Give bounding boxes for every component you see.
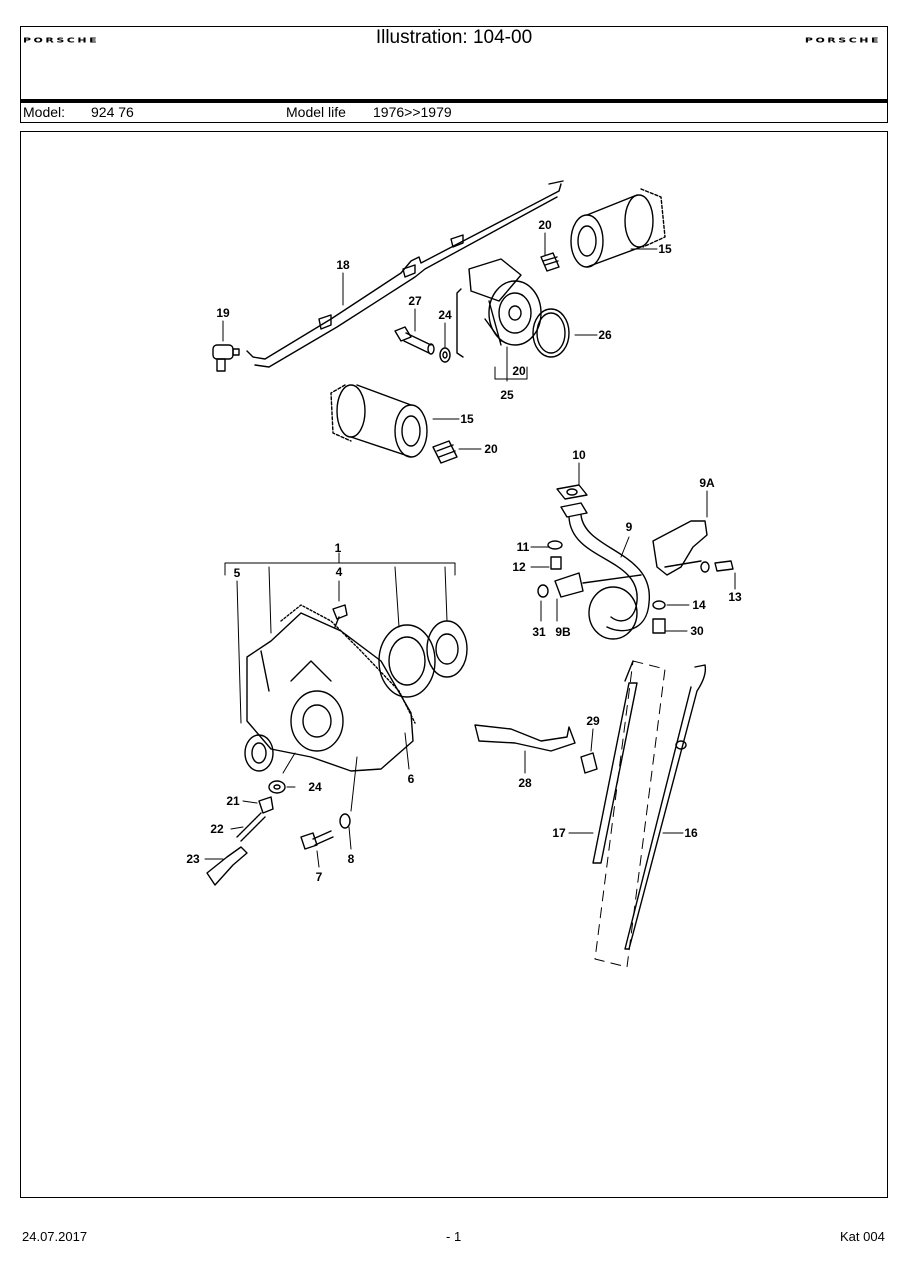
callout-25: 25 [500,388,514,402]
callout-13: 13 [728,590,742,604]
callout-9A: 9A [699,476,715,490]
model-bar: Model: 924 76 Model life 1976>>1979 [20,100,888,123]
callout-9: 9 [626,520,633,534]
callout-11: 11 [517,540,530,554]
callout-22: 22 [210,822,224,836]
porsche-logo-left: PORSCHE [23,36,100,45]
callout-29: 29 [586,714,600,728]
callout-19: 19 [216,306,230,320]
header-box: PORSCHE Illustration: 104-00 PORSCHE [20,26,888,100]
part-4-bolt [332,604,348,628]
callout-5: 5 [234,566,241,580]
part-9-suction-pipe [560,502,650,640]
callout-16: 16 [684,826,698,840]
part-24-washer-top [439,347,451,363]
part-1-oil-pump-housing [246,604,416,772]
model-life-value: 1976>>1979 [373,104,452,120]
part-28-bracket [474,724,576,752]
part-15-oil-filter-top [570,188,666,268]
callout-24-bottom: 24 [308,780,322,794]
callout-28: 28 [518,776,532,790]
callout-23: 23 [186,852,200,866]
callout-12: 12 [512,560,526,574]
callout-27: 27 [408,294,422,308]
part-17-dipstick-tube [592,660,638,864]
exploded-parts-diagram: 1 4 5 6 7 8 9 9A 9B 10 11 12 13 14 15 15… [186,180,742,968]
part-20-nipple-top [540,252,560,272]
callout-30: 30 [690,624,704,638]
callout-21: 21 [226,794,240,808]
callout-24-top: 24 [438,308,452,322]
part-25-filter-head [456,258,542,358]
part-5-seal [244,734,274,772]
part-7-8-bolt-washer [300,813,351,850]
callout-leaders [204,232,736,868]
callout-20-bottom: 20 [484,442,498,456]
footer-page-number: - 1 [446,1229,462,1244]
part-9B-clamp [554,572,642,598]
part-19-nipple [212,344,240,372]
part-10-gasket [556,484,588,500]
callout-14: 14 [692,598,706,612]
callout-17: 17 [552,826,566,840]
callout-4: 4 [336,565,343,579]
part-31-nut [537,584,549,598]
callout-20-mid: 20 [512,364,526,378]
callout-6: 6 [408,772,415,786]
callout-31: 31 [532,625,546,639]
part-21-22-23-valve [206,796,274,886]
footer-catalog: Kat 004 [840,1229,885,1244]
callout-15-bottom: 15 [460,412,474,426]
part-24-washer-bottom [268,780,286,794]
callout-18: 18 [336,258,350,272]
part-16-dipstick [624,664,707,950]
part-26-seal-ring [532,308,570,358]
model-value: 924 76 [91,104,134,120]
illustration-title: Illustration: 104-00 [375,27,533,48]
callout-9B: 9B [555,625,571,639]
callout-15-top: 15 [658,242,672,256]
part-29-clip [580,752,598,774]
part-18-pipe-bracket [246,180,564,368]
callout-20-top: 20 [538,218,552,232]
part-gears [378,620,468,698]
part-9A-bracket [652,520,708,576]
porsche-logo-right: PORSCHE [804,36,881,45]
callout-labels: 1 4 5 6 7 8 9 9A 9B 10 11 12 13 14 15 15… [186,218,742,884]
model-life-label: Model life [286,104,346,120]
dipstick-dashed-outline [594,660,666,968]
diagram-box: 1 4 5 6 7 8 9 9A 9B 10 11 12 13 14 15 15… [20,131,888,1198]
model-label: Model: [23,104,66,120]
callout-8: 8 [348,852,355,866]
part-27-hollow-bolt [394,326,435,355]
part-15-oil-filter-bottom [330,384,428,458]
callout-26: 26 [598,328,612,342]
part-13-14-bolt-washer [652,560,734,634]
part-11-12-bolt-washer [547,540,563,570]
callout-1: 1 [335,541,342,555]
footer-date: 24.07.2017 [22,1229,88,1244]
part-20-nipple-bottom [432,440,458,464]
callout-10: 10 [572,448,586,462]
callout-7: 7 [316,870,323,884]
